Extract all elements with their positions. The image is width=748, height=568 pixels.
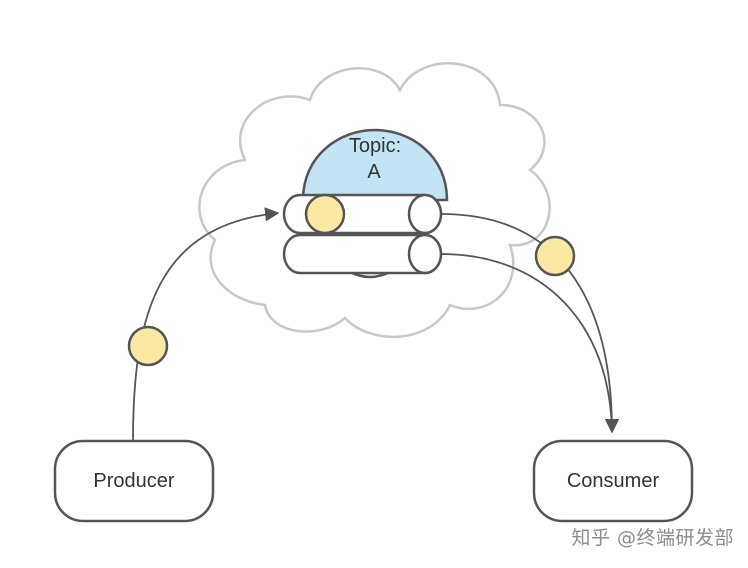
- topic-label-line2: A: [367, 161, 381, 183]
- consumer-label: Consumer: [567, 470, 660, 492]
- consumer-node: Consumer: [532, 439, 694, 523]
- message-circle-in-topic: [304, 193, 346, 235]
- partition-top-to-consumer-arrow: [440, 213, 620, 434]
- producer-label: Producer: [93, 470, 174, 492]
- watermark: 知乎 @终端研发部: [571, 527, 734, 549]
- producer-to-topic-arrow: [132, 207, 280, 441]
- partition-bottom-to-consumer-arrow: [440, 253, 613, 433]
- topic-label-line1: Topic:: [349, 135, 401, 157]
- partition-bottom: [282, 233, 443, 275]
- message-circle-consumer: [534, 235, 576, 277]
- producer-node: Producer: [53, 439, 215, 523]
- topic-shape: [301, 128, 449, 202]
- message-circle-producer: [127, 325, 169, 367]
